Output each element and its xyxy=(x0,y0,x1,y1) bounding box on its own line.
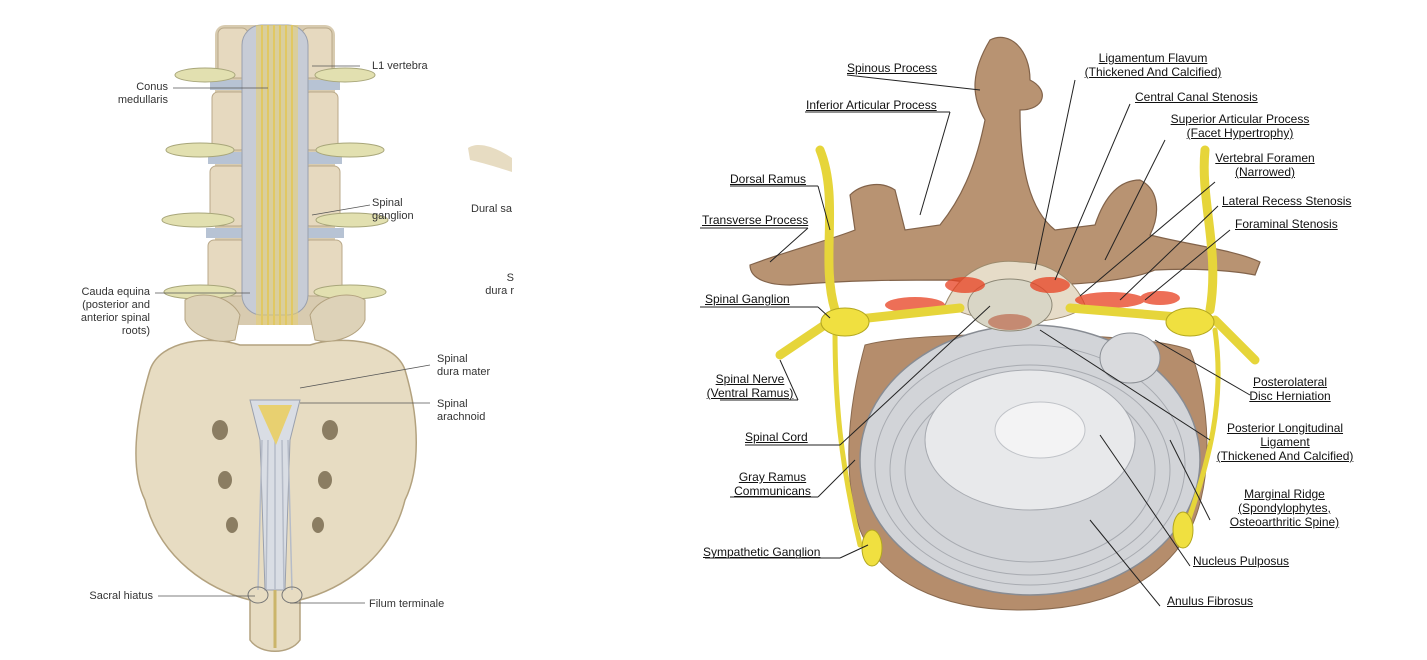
label-conus-medullaris: Conus medullaris xyxy=(117,81,168,106)
sympathetic-ganglion-shape-right xyxy=(1172,511,1194,549)
label-inferior-articular-process: Inferior Articular Process xyxy=(806,98,937,112)
label-sacral-hiatus: Sacral hiatus xyxy=(89,590,153,602)
sympathetic-ganglion-shape-left xyxy=(861,529,883,567)
label-spinal-nerve: Spinal Nerve (Ventral Ramus) xyxy=(706,372,794,400)
label-anulus-fibrosus: Anulus Fibrosus xyxy=(1167,594,1254,608)
label-cauda-equina: Cauda equina (posterior and anterior spi… xyxy=(80,286,150,337)
label-posterior-longitudinal-ligament: Posterior Longitudinal Ligament (Thicken… xyxy=(1216,421,1354,463)
label-dorsal-ramus: Dorsal Ramus xyxy=(730,172,807,186)
label-spinal-ganglion-right: Spinal Ganglion xyxy=(705,292,790,306)
spinal-ganglion-shape-left xyxy=(820,307,870,337)
axial-vertebra-illustration xyxy=(700,36,1261,611)
label-central-canal-stenosis: Central Canal Stenosis xyxy=(1135,90,1258,104)
dural-sac-fragment-shape xyxy=(468,145,512,172)
spinal-cord-shape xyxy=(967,278,1053,332)
nerve-roots xyxy=(775,145,1260,365)
disc-herniation-shape xyxy=(1099,332,1161,384)
label-ligamentum-flavum: Ligamentum Flavum (Thickened And Calcifi… xyxy=(1084,51,1222,79)
label-spinal-dura-mater: Spinal dura mater xyxy=(437,353,491,378)
label-filum-terminale: Filum terminale xyxy=(369,598,445,610)
label-sympathetic-ganglion: Sympathetic Ganglion xyxy=(703,545,821,559)
label-transverse-process: Transverse Process xyxy=(702,213,809,227)
label-spinal-ganglion-left: Spinal ganglion xyxy=(372,197,414,222)
vertebral-column xyxy=(161,24,389,325)
label-fragment-s: S dura r xyxy=(485,272,514,297)
label-nucleus-pulposus: Nucleus Pulposus xyxy=(1193,554,1290,568)
right-leader-lines xyxy=(700,74,1251,607)
label-dural-sac-fragment: Dural sa xyxy=(471,203,512,215)
spinal-ganglion-shape-right xyxy=(1165,307,1215,337)
left-anatomy-panel: L1 vertebra Conus medullaris Spinal gang… xyxy=(0,0,520,660)
label-lateral-recess-stenosis: Lateral Recess Stenosis xyxy=(1222,194,1352,208)
left-leader-lines xyxy=(155,65,431,604)
label-posterolateral-disc-herniation: Posterolateral Disc Herniation xyxy=(1249,375,1331,403)
lumbar-sacral-illustration xyxy=(135,24,512,652)
label-spinous-process: Spinous Process xyxy=(847,61,938,75)
label-foraminal-stenosis: Foraminal Stenosis xyxy=(1235,217,1338,231)
label-spinal-cord: Spinal Cord xyxy=(745,430,808,444)
label-marginal-ridge: Marginal Ridge (Spondylophytes, Osteoart… xyxy=(1229,487,1340,529)
label-superior-articular-process: Superior Articular Process (Facet Hypert… xyxy=(1170,112,1310,140)
label-l1-vertebra: L1 vertebra xyxy=(372,60,428,72)
label-gray-ramus: Gray Ramus Communicans xyxy=(734,470,811,498)
right-anatomy-panel: Spinous Process Inferior Articular Proce… xyxy=(690,0,1427,660)
sacrum-illustration xyxy=(135,294,417,652)
label-vertebral-foramen: Vertebral Foramen (Narrowed) xyxy=(1215,151,1315,179)
label-spinal-arachnoid: Spinal arachnoid xyxy=(437,398,486,423)
